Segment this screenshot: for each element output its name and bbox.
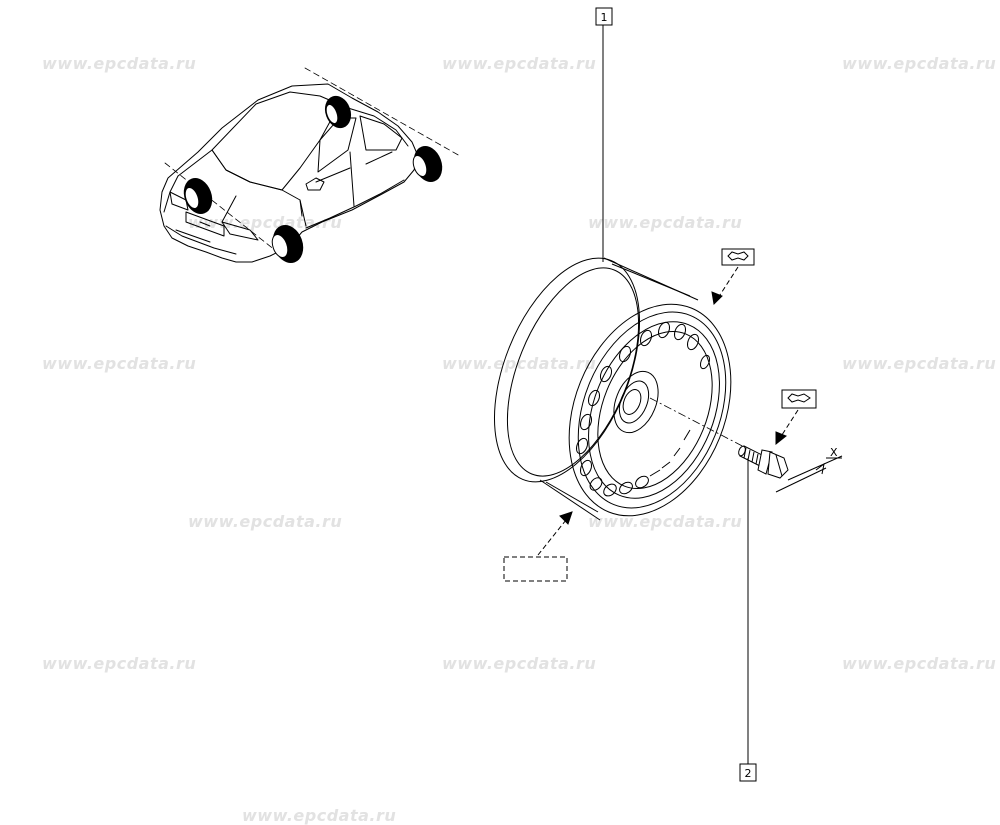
callout-number-wheel: 1	[601, 11, 608, 24]
reference-note-box	[503, 511, 573, 582]
rim-vent-holes	[575, 321, 711, 497]
watermark-text: www.epcdata.ru	[42, 354, 197, 373]
torque-symbol-rim	[711, 248, 755, 306]
front-left-wheel	[183, 178, 213, 214]
rear-left-wheel	[324, 95, 352, 129]
watermark-text: www.epcdata.ru	[588, 213, 743, 232]
watermark-text: www.epcdata.ru	[442, 654, 597, 673]
watermark-text: www.epcdata.ru	[842, 654, 997, 673]
front-right-wheel	[271, 225, 304, 263]
watermark-text: www.epcdata.ru	[42, 654, 197, 673]
wheel-bolt	[738, 445, 789, 479]
torque-symbol-bolt	[775, 389, 817, 446]
dimension-x	[775, 455, 843, 493]
rear-right-wheel	[412, 146, 443, 182]
car-illustration	[159, 67, 461, 263]
watermark-text: www.epcdata.ru	[188, 512, 343, 531]
watermark-text: www.epcdata.ru	[588, 512, 743, 531]
callout-2: 2	[739, 458, 757, 782]
callout-number-bolt: 2	[745, 767, 752, 780]
dimension-label: X	[830, 446, 838, 459]
watermark-text: www.epcdata.ru	[442, 54, 597, 73]
assembly-axis-line	[649, 397, 751, 451]
watermark-text: www.epcdata.ru	[42, 54, 197, 73]
callout-1: 1	[595, 7, 613, 262]
wheel-rim	[493, 257, 732, 521]
watermark-text: www.epcdata.ru	[442, 354, 597, 373]
watermark-text: www.epcdata.ru	[842, 54, 997, 73]
watermark-text: www.epcdata.ru	[188, 213, 343, 232]
watermark-text: www.epcdata.ru	[842, 354, 997, 373]
rim-inner-marks	[649, 429, 691, 477]
